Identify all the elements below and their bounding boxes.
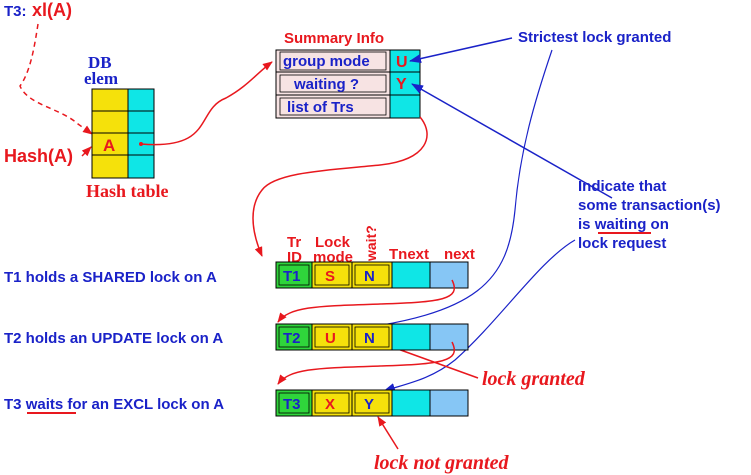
indicate-line3: is waiting on <box>578 216 669 233</box>
summary-group-mode-label: group mode <box>283 53 370 70</box>
row3-description: T3 waits for an EXCL lock on A <box>4 396 224 413</box>
indicate-to-t3-arrow <box>383 239 576 392</box>
summary-list-label: list of Trs <box>287 99 354 116</box>
row1-next-arrow <box>277 279 455 323</box>
summary-waiting-label: waiting ? <box>293 76 359 93</box>
row2-lock-mode: U <box>325 330 336 347</box>
hash-table-caption: Hash table <box>86 181 169 201</box>
row2-next-arrow <box>277 341 455 385</box>
row2-description: T2 holds an UPDATE lock on A <box>4 330 223 347</box>
row3-wait: Y <box>364 396 374 413</box>
hash-function-label: Hash(A) <box>4 146 73 166</box>
list-to-lock-list-arrow <box>252 116 428 257</box>
hash-pointer-arrow <box>81 146 92 157</box>
lock-not-granted-annotation: lock not granted <box>374 452 509 474</box>
summary-waiting-value: Y <box>396 76 407 93</box>
row3-lock-record <box>275 389 469 417</box>
waits-emphasis: waits <box>25 396 64 413</box>
row2-tr-id: T2 <box>283 330 301 347</box>
hash-entry-a: A <box>103 136 115 155</box>
indicate-line2: some transaction(s) <box>578 197 721 214</box>
t3-request-expr: xl(A) <box>32 0 72 20</box>
row1-description: T1 holds a SHARED lock on A <box>4 269 217 286</box>
entry-to-summary-arrow <box>140 61 273 146</box>
t3-label: T3: <box>4 3 27 20</box>
row1-wait: N <box>364 268 375 285</box>
header-tr: Tr <box>287 234 301 251</box>
summary-box <box>275 49 421 119</box>
row2-lock-record <box>275 323 469 351</box>
indicate-line4: lock request <box>578 235 666 252</box>
row1-tr-id: T1 <box>283 268 301 285</box>
row3-lock-mode: X <box>325 396 335 413</box>
waiting-emphasis: waiting <box>594 216 647 233</box>
header-lock: Lock <box>315 234 351 251</box>
indicate-to-summary-arrow <box>411 83 613 199</box>
row3-tr-id: T3 <box>283 396 301 413</box>
summary-title: Summary Info <box>284 30 384 47</box>
summary-group-mode-value: U <box>396 54 408 71</box>
strictest-arrow <box>409 37 513 63</box>
lock-granted-annotation: lock granted <box>482 368 586 390</box>
lock-not-granted-arrow <box>377 416 399 450</box>
row1-lock-record <box>275 261 469 289</box>
hash-lookup-arrow <box>19 23 93 135</box>
row2-wait: N <box>364 330 375 347</box>
strictest-lock-annotation: Strictest lock granted <box>518 29 671 46</box>
row1-lock-mode: S <box>325 268 335 285</box>
header-wait: wait? <box>363 225 379 262</box>
hash-table-header-elem: elem <box>84 69 118 88</box>
strictest-to-t2-arrow <box>339 49 553 335</box>
hash-table-header-db: DB <box>88 53 112 72</box>
header-tnext: Tnext <box>389 246 429 263</box>
hash-table <box>91 88 155 179</box>
header-next: next <box>444 246 475 263</box>
